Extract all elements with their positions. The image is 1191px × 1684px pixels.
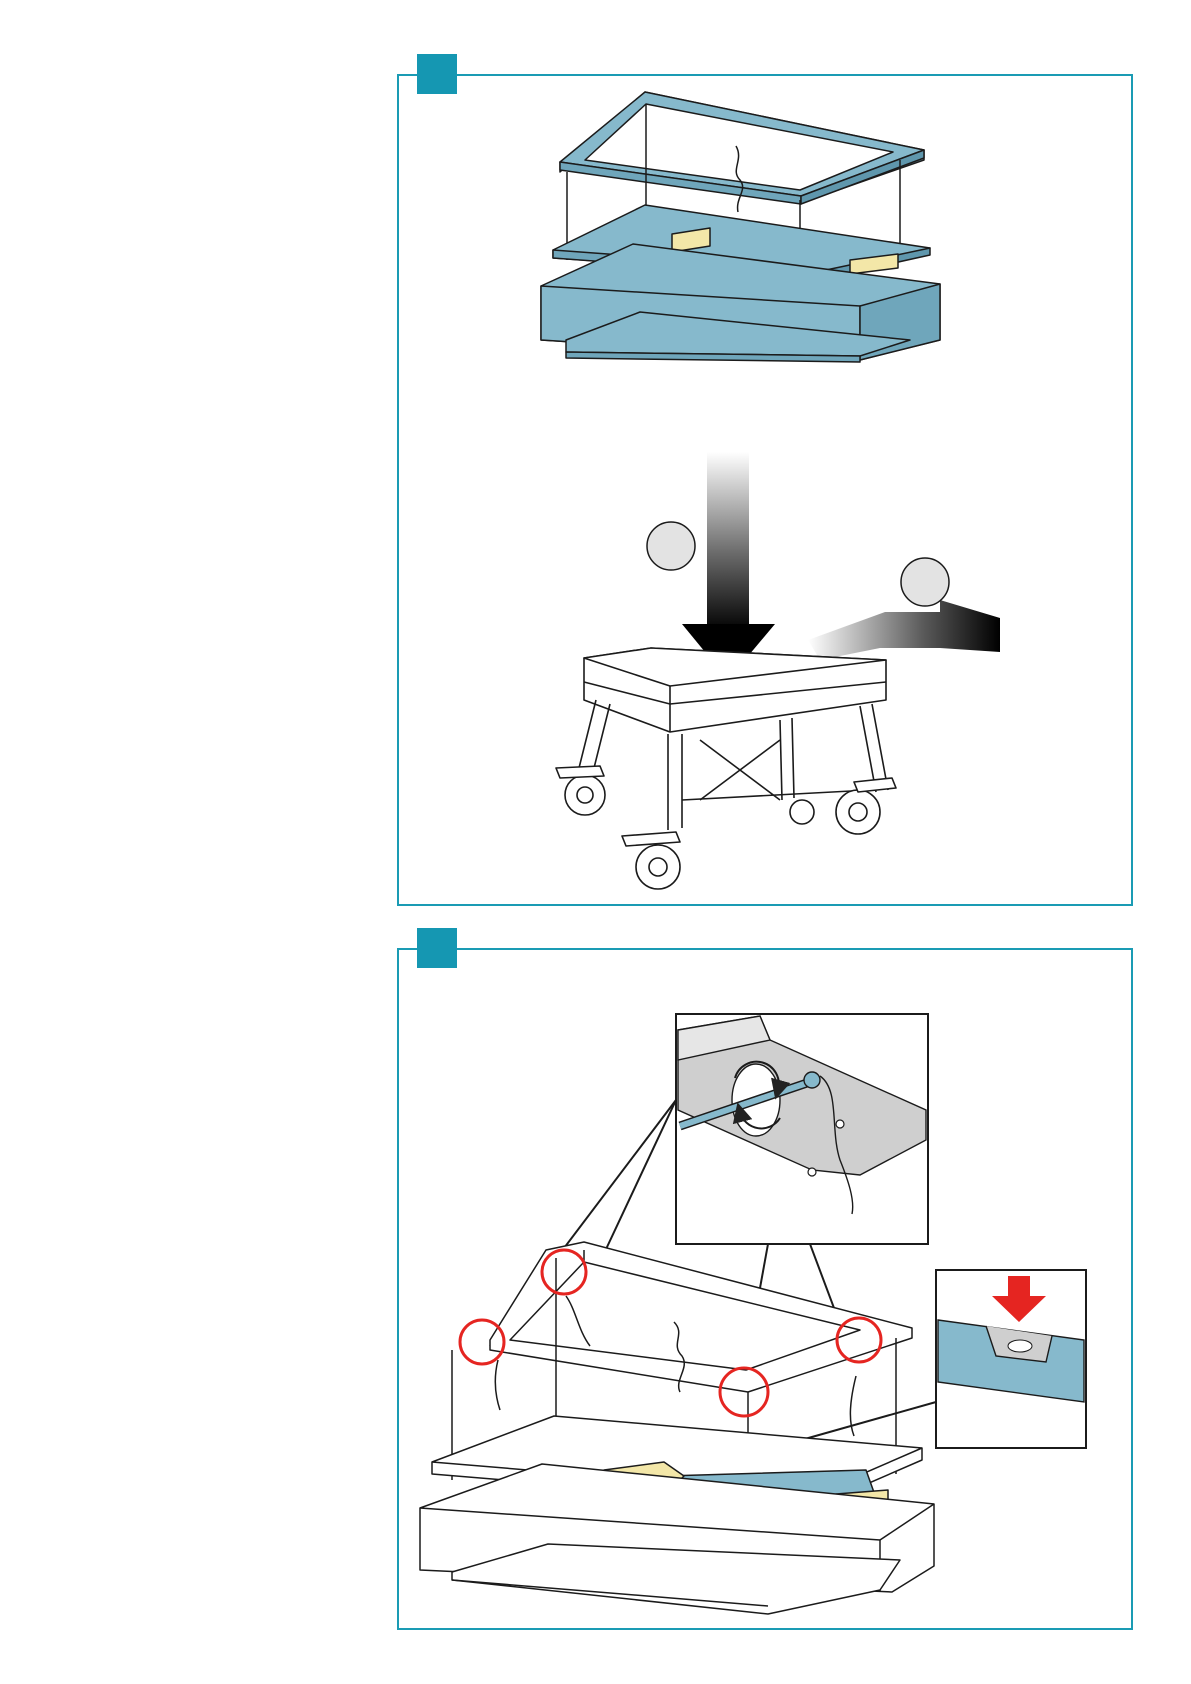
down-arrow: [682, 452, 775, 680]
step-marker-circle-1: [647, 522, 695, 570]
step-marker-circle-2: [901, 558, 949, 606]
frame-assembly: [541, 92, 940, 362]
ceiling-frame-assembly: [420, 1242, 934, 1614]
lift-trolley: [556, 648, 896, 889]
right-arrow: [808, 600, 1000, 660]
screw-detail-callout: [676, 1014, 928, 1244]
level-detail-callout: [936, 1270, 1086, 1448]
